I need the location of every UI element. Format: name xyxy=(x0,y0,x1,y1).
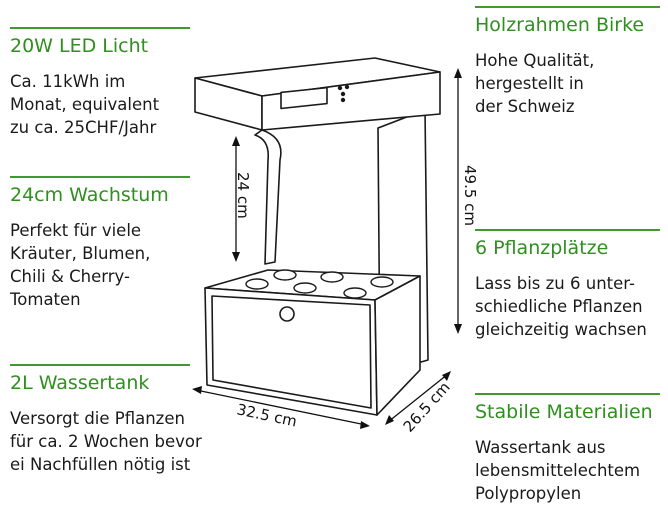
arrow-head xyxy=(454,324,462,334)
feature-description: Lass bis zu 6 unter- schiedliche Pflanze… xyxy=(475,274,647,339)
feature-led-light: 20W LED Licht Ca. 11kWh im Monat, equiva… xyxy=(10,27,190,139)
feature-title: 2L Wassertank xyxy=(10,372,150,394)
button-dot xyxy=(340,91,346,97)
arrow-head xyxy=(232,136,240,146)
button-dot xyxy=(340,97,346,103)
divider xyxy=(10,176,190,178)
arrow-head xyxy=(385,415,394,425)
plant-slot xyxy=(343,287,367,299)
lamp-side-face xyxy=(261,71,441,131)
control-panel xyxy=(280,86,328,110)
feature-description: Versorgt die Pflanzen für ca. 2 Wochen b… xyxy=(10,409,202,474)
divider xyxy=(475,229,660,231)
width-dimension-line xyxy=(195,389,367,426)
feature-description: Ca. 11kWh im Monat, equivalent zu ca. 25… xyxy=(10,72,160,137)
height-label: 49.5 cm xyxy=(461,165,479,226)
drawer xyxy=(211,295,372,409)
growth-label: 24 cm xyxy=(234,172,252,219)
feature-water-tank: 2L Wassertank Versorgt die Pflanzen für … xyxy=(10,364,202,476)
arrow-head xyxy=(360,421,370,429)
arrow-head xyxy=(454,68,462,78)
button-dot xyxy=(337,85,343,91)
feature-plant-slots: 6 Pflanzplätze Lass bis zu 6 unter- schi… xyxy=(475,229,660,341)
base-side xyxy=(374,275,421,416)
plant-slot xyxy=(273,269,297,281)
divider xyxy=(10,27,190,29)
feature-materials: Stabile Materialien Wassertank aus leben… xyxy=(475,393,660,505)
front-support xyxy=(254,129,282,265)
feature-title: Stabile Materialien xyxy=(475,401,653,423)
plant-slot xyxy=(245,278,269,290)
feature-title: 24cm Wachstum xyxy=(10,184,169,206)
divider xyxy=(10,364,190,366)
drawer-knob xyxy=(279,306,295,322)
feature-description: Hohe Qualität, hergestellt in der Schwei… xyxy=(475,51,595,116)
arrow-head xyxy=(232,252,240,262)
plant-slot xyxy=(320,271,344,283)
arrow-head xyxy=(192,386,202,394)
arrow-head xyxy=(442,371,451,381)
feature-wood-frame: Holzrahmen Birke Hohe Qualität, hergeste… xyxy=(475,6,660,118)
plant-slot xyxy=(293,282,317,294)
depth-dimension-line xyxy=(387,373,449,423)
feature-description: Perfekt für viele Kräuter, Blumen, Chili… xyxy=(10,221,151,309)
feature-title: 6 Pflanzplätze xyxy=(475,237,609,259)
plant-slot xyxy=(370,276,394,288)
feature-title: 20W LED Licht xyxy=(10,35,149,57)
feature-growth: 24cm Wachstum Perfekt für viele Kräuter,… xyxy=(10,176,190,311)
feature-description: Wassertank aus lebensmittelechtem Polypr… xyxy=(475,438,641,503)
feature-title: Holzrahmen Birke xyxy=(475,14,645,36)
divider xyxy=(475,6,660,8)
divider xyxy=(475,393,660,395)
button-dot xyxy=(344,84,350,90)
